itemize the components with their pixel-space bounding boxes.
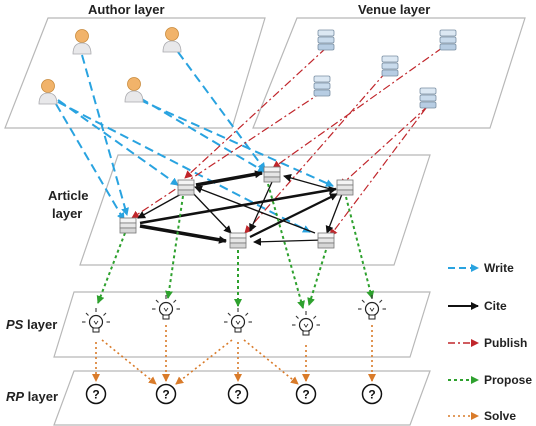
person-icon[interactable]: [124, 77, 144, 103]
question-circle-icon[interactable]: ?: [361, 383, 383, 405]
solve-edge: [243, 339, 299, 385]
article-layer-title-line1: Article: [48, 188, 88, 203]
rp-nodes: ? ? ? ? ?: [85, 383, 383, 405]
lightbulb-icon[interactable]: [82, 308, 110, 333]
person-icon[interactable]: [38, 79, 58, 105]
svg-text:?: ?: [302, 388, 309, 402]
cite-edge: [139, 186, 337, 225]
ps-nodes: [82, 295, 386, 336]
lightbulb-icon[interactable]: [358, 295, 386, 320]
rp-layer-title: RP layer: [6, 389, 58, 404]
question-circle-icon[interactable]: ?: [227, 383, 249, 405]
cite-edge: [189, 189, 232, 234]
database-stack-icon[interactable]: [317, 29, 335, 51]
publish-edge: [272, 47, 443, 169]
write-edge: [57, 99, 179, 186]
publish-edges: [131, 47, 443, 237]
write-edge: [57, 101, 311, 233]
solve-edge: [175, 339, 233, 385]
document-stack-icon[interactable]: [336, 179, 354, 196]
legend-item-propose: Propose: [448, 373, 532, 387]
publish-edge: [329, 107, 427, 237]
write-edges: [55, 51, 334, 233]
solve-edges: [92, 325, 376, 385]
write-edge: [139, 97, 266, 173]
svg-text:?: ?: [368, 388, 375, 402]
cite-edge: [249, 193, 338, 238]
database-stack-icon[interactable]: [439, 29, 457, 51]
person-icon[interactable]: [162, 27, 182, 53]
propose-edge: [345, 196, 375, 299]
author-nodes: [38, 27, 182, 105]
layer-planes: [4, 17, 526, 426]
propose-edge: [165, 195, 184, 299]
author-layer-plane: [4, 17, 266, 129]
cite-edge: [139, 224, 227, 244]
solve-edge: [101, 339, 157, 385]
svg-text:?: ?: [92, 388, 99, 402]
legend-label-propose: Propose: [484, 373, 532, 387]
cite-edge: [137, 192, 184, 219]
legend-item-solve: Solve: [448, 409, 516, 423]
legend: Write Cite Publish Propose Solve: [448, 261, 532, 423]
ps-layer-title: PS layer: [6, 317, 57, 332]
lightbulb-icon[interactable]: [152, 295, 180, 320]
database-stack-icon[interactable]: [381, 55, 399, 77]
cite-edge: [249, 181, 273, 232]
legend-label-cite: Cite: [484, 299, 507, 313]
venue-nodes: [313, 29, 457, 109]
propose-edges: [96, 183, 375, 309]
legend-label-write: Write: [484, 261, 514, 275]
svg-text:?: ?: [234, 388, 241, 402]
document-stack-icon[interactable]: [177, 179, 195, 196]
legend-item-publish: Publish: [448, 336, 527, 350]
legend-label-solve: Solve: [484, 409, 516, 423]
cite-edge: [194, 185, 316, 234]
document-stack-icon[interactable]: [263, 166, 281, 183]
legend-item-cite: Cite: [448, 299, 507, 313]
database-stack-icon[interactable]: [313, 75, 331, 97]
document-stack-icon[interactable]: [229, 232, 247, 249]
lightbulb-icon[interactable]: [292, 311, 320, 336]
cite-edge: [253, 237, 324, 246]
person-icon[interactable]: [72, 29, 92, 55]
document-stack-icon[interactable]: [119, 217, 137, 234]
database-stack-icon[interactable]: [419, 87, 437, 109]
question-circle-icon[interactable]: ?: [85, 383, 107, 405]
article-layer-title-line2: layer: [52, 206, 82, 221]
cite-edges: [137, 170, 343, 246]
legend-item-write: Write: [448, 261, 514, 275]
publish-edge: [244, 71, 387, 234]
svg-text:?: ?: [162, 388, 169, 402]
cite-edge: [195, 170, 263, 187]
propose-edge: [96, 232, 126, 304]
publish-edge: [339, 105, 429, 187]
write-edge: [177, 51, 266, 171]
question-circle-icon[interactable]: ?: [155, 383, 177, 405]
write-edge: [55, 103, 125, 221]
venue-layer-title: Venue layer: [358, 2, 430, 17]
document-stack-icon[interactable]: [317, 232, 335, 249]
article-nodes: [119, 166, 354, 249]
cite-edge: [283, 174, 335, 191]
write-edge: [139, 99, 334, 187]
lightbulb-icon[interactable]: [224, 308, 252, 333]
publish-edge: [131, 91, 323, 219]
legend-label-publish: Publish: [484, 336, 527, 350]
author-layer-title: Author layer: [88, 2, 165, 17]
question-circle-icon[interactable]: ?: [295, 383, 317, 405]
cite-edge: [325, 193, 343, 234]
